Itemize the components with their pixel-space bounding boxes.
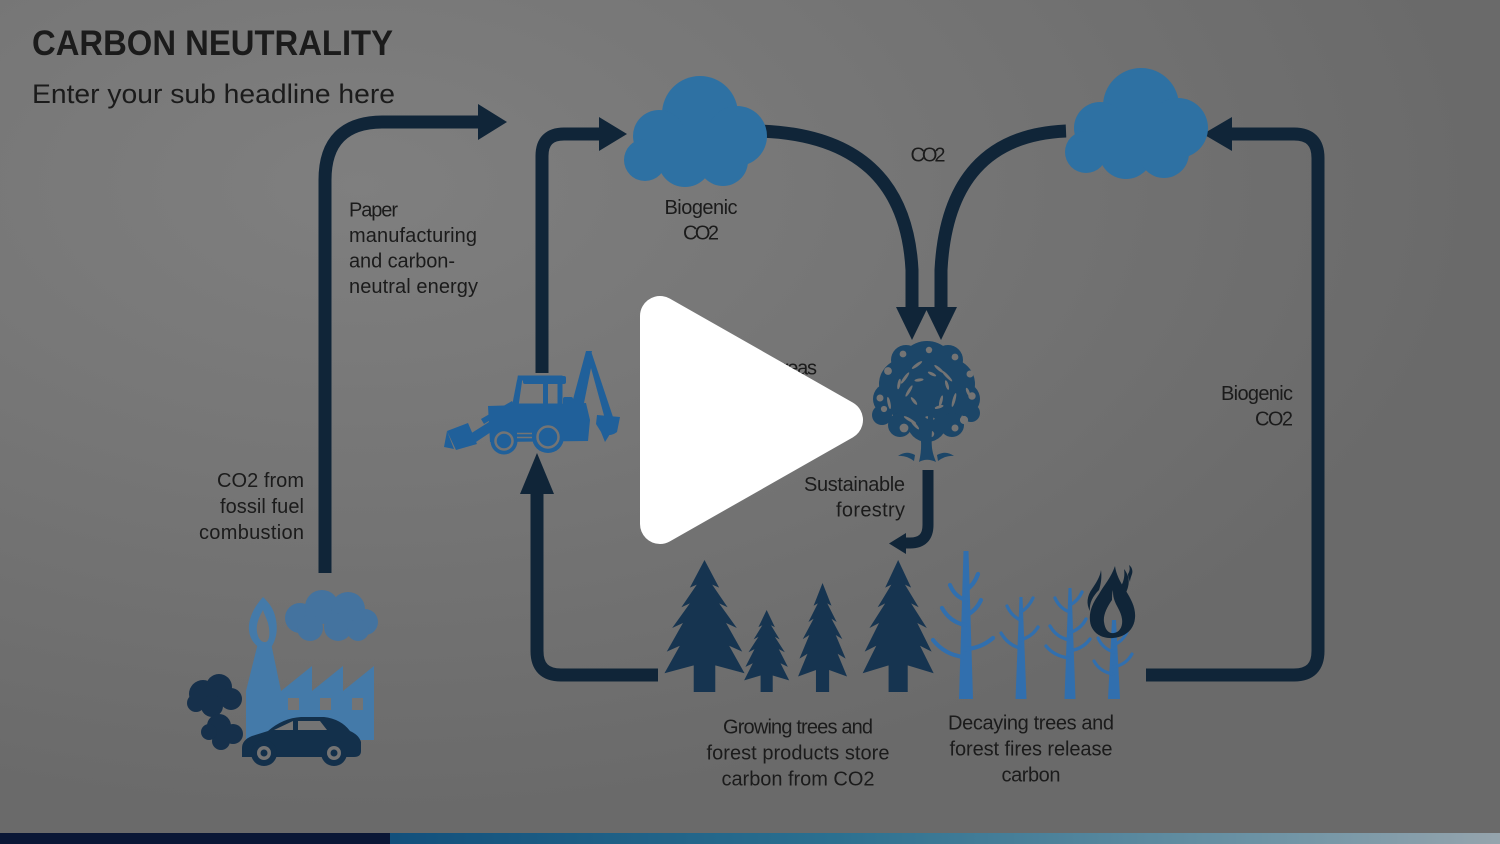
svg-text:manufacturing: manufacturing <box>349 225 477 247</box>
svg-text:carbon from CO2: carbon from CO2 <box>722 769 875 791</box>
svg-text:Biogenic: Biogenic <box>1221 383 1293 405</box>
svg-text:combustion: combustion <box>199 522 304 544</box>
svg-text:CO2: CO2 <box>911 145 946 167</box>
svg-text:Sustainable: Sustainable <box>804 474 905 496</box>
svg-text:Enter your sub headline here: Enter your sub headline here <box>32 79 395 109</box>
svg-text:carbon: carbon <box>1002 765 1061 787</box>
svg-text:forest products store: forest products store <box>707 743 890 765</box>
svg-text:and carbon-: and carbon- <box>349 251 455 273</box>
svg-text:Biogenic: Biogenic <box>665 197 738 219</box>
svg-text:CARBON NEUTRALITY: CARBON NEUTRALITY <box>32 24 393 63</box>
svg-text:CO2: CO2 <box>1255 409 1293 431</box>
svg-text:Paper: Paper <box>349 200 398 222</box>
svg-text:CO2: CO2 <box>683 223 719 245</box>
svg-text:fossil fuel: fossil fuel <box>220 496 304 518</box>
svg-text:forest fires release: forest fires release <box>950 739 1113 761</box>
svg-text:forestry: forestry <box>836 500 905 522</box>
svg-text:CO2 from: CO2 from <box>217 470 304 492</box>
svg-text:Growing trees and: Growing trees and <box>723 717 873 739</box>
svg-text:neutral energy: neutral energy <box>349 276 478 298</box>
svg-text:Decaying trees and: Decaying trees and <box>948 713 1114 735</box>
